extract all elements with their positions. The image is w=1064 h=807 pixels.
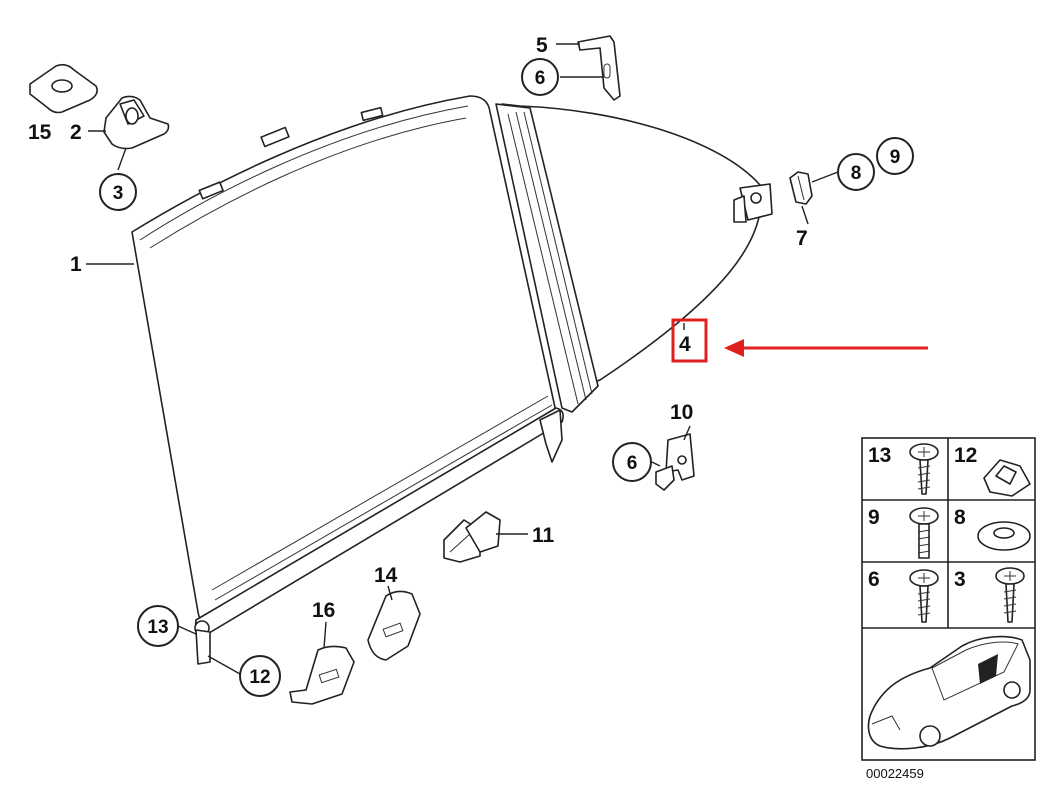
part-11-guides[interactable] — [443, 511, 501, 563]
highlight-arrow-head — [724, 339, 744, 357]
highlight-part-4[interactable]: 4 — [671, 318, 928, 363]
table-label-3: 3 — [954, 568, 966, 591]
label-1: 1 — [70, 253, 82, 276]
label-3: 3 — [113, 183, 124, 204]
label-14: 14 — [374, 564, 398, 587]
part-5-clip[interactable] — [577, 35, 621, 101]
table-label-8: 8 — [954, 506, 966, 529]
circle-13 — [137, 605, 179, 647]
part-14-cap[interactable] — [367, 590, 421, 661]
nut-12-icon — [983, 459, 1031, 497]
label-4: 4 — [679, 333, 691, 356]
circle-3 — [99, 173, 137, 211]
circle-6-bottom — [612, 442, 652, 482]
label-6-bottom: 6 — [627, 453, 638, 474]
part-16-cap[interactable] — [289, 645, 355, 705]
washer-8-icon — [977, 521, 1031, 551]
part-labels: 1 2 15 5 7 10 11 14 16 3 6 8 9 6 13 12 — [28, 34, 914, 697]
part-15-clip[interactable] — [29, 63, 98, 114]
label-11: 11 — [532, 524, 555, 547]
table-label-13: 13 — [868, 444, 891, 467]
table-label-6: 6 — [868, 568, 880, 591]
part-10-bracket[interactable] — [655, 433, 695, 491]
label-6-top: 6 — [535, 68, 546, 89]
label-12: 12 — [249, 667, 270, 688]
part-2-holder[interactable] — [103, 95, 170, 150]
circle-9 — [876, 137, 914, 175]
circle-8 — [837, 153, 875, 191]
hardware-table: 13 12 9 8 6 3 — [861, 437, 1036, 781]
circle-12 — [239, 655, 281, 697]
label-13: 13 — [147, 617, 168, 638]
leader-lines — [86, 43, 839, 675]
drawing-code: 00022459 — [866, 766, 924, 781]
screw-3-icon — [995, 567, 1025, 623]
car-location-icon — [867, 635, 1031, 750]
label-15: 15 — [28, 121, 52, 144]
screw-6-icon — [909, 569, 939, 623]
label-10: 10 — [670, 401, 693, 424]
label-7: 7 — [796, 227, 808, 250]
table-label-9: 9 — [868, 506, 880, 529]
part-4-quarter-window[interactable] — [495, 103, 773, 413]
label-9: 9 — [890, 147, 901, 168]
label-8: 8 — [851, 163, 862, 184]
screw-9-icon — [909, 507, 939, 559]
label-2: 2 — [70, 121, 82, 144]
part-1-sunblind[interactable] — [131, 95, 564, 665]
screw-13-icon — [909, 443, 939, 495]
label-5: 5 — [536, 34, 548, 57]
table-label-12: 12 — [954, 444, 977, 467]
highlight-box — [671, 318, 708, 363]
label-16: 16 — [312, 599, 335, 622]
part-7-clip[interactable] — [789, 171, 813, 205]
circle-6-top — [521, 58, 559, 96]
